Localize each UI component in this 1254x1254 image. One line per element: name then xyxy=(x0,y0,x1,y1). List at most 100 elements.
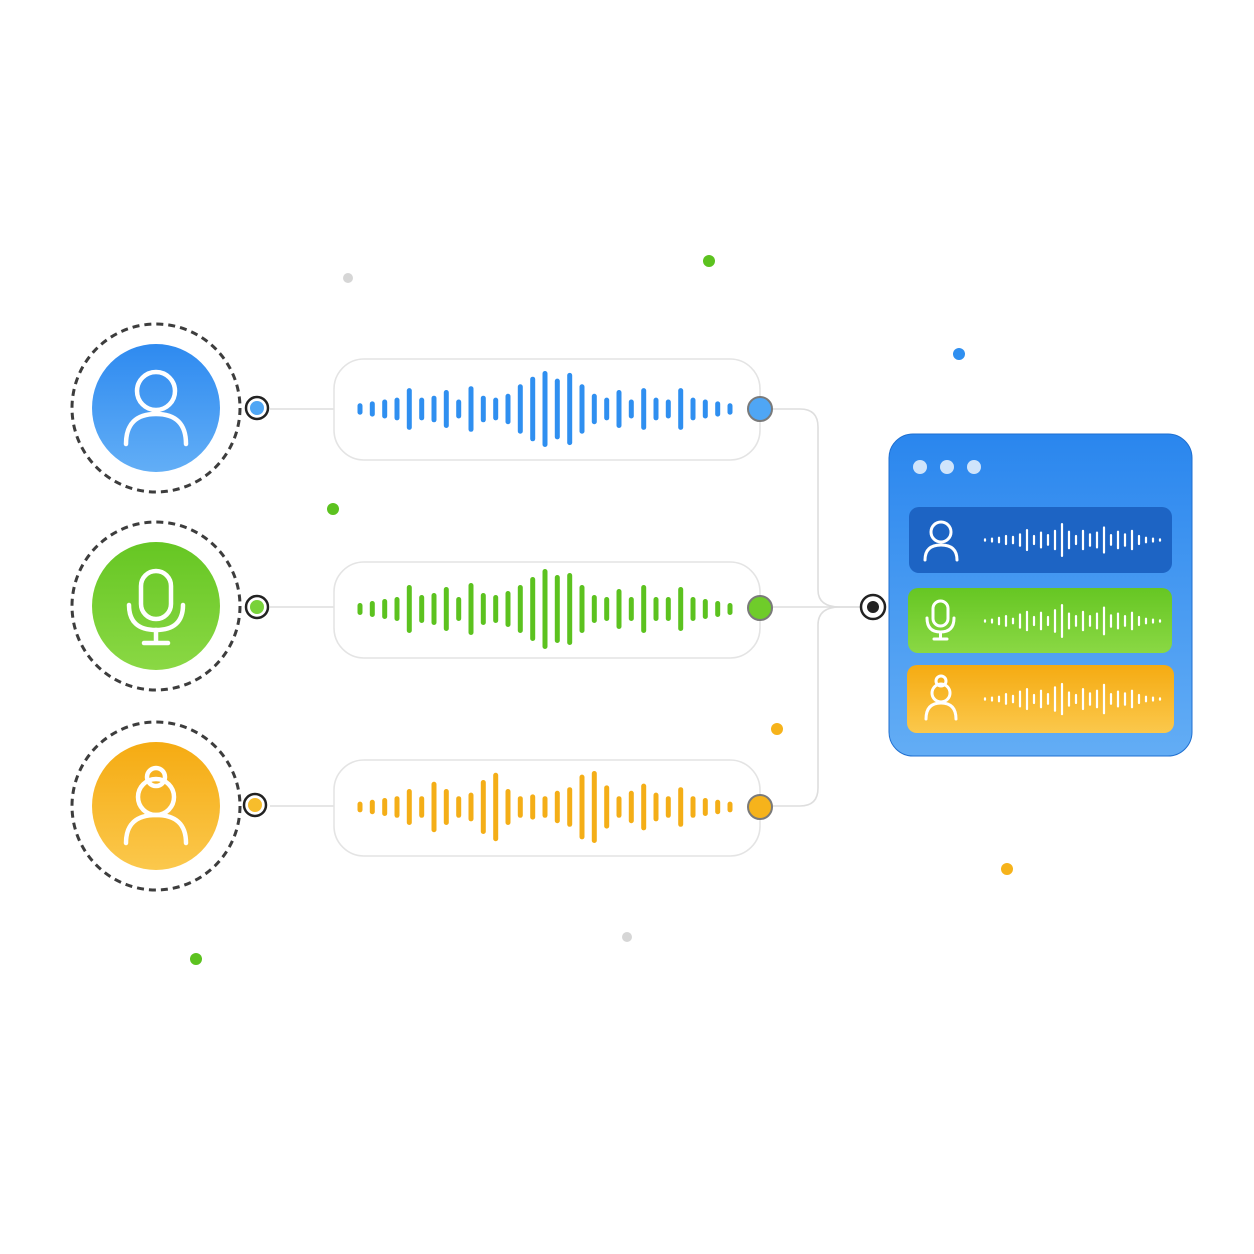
waveform-bar xyxy=(1025,688,1029,711)
waveform-bar xyxy=(1109,534,1113,546)
waveform-bar xyxy=(493,772,499,842)
waveform-bar xyxy=(505,591,511,627)
waveform-bar xyxy=(1081,610,1085,632)
waveform-bar xyxy=(665,796,671,818)
waveform-bar xyxy=(1025,529,1029,552)
confetti-dot xyxy=(771,723,783,735)
waveform-bar xyxy=(369,799,375,815)
waveform-bar xyxy=(727,801,733,813)
confetti-dot xyxy=(327,503,339,515)
waveform-bar xyxy=(1081,529,1085,551)
waveform-bar xyxy=(665,597,671,621)
window-control-dot[interactable] xyxy=(913,460,927,474)
waveform-bar xyxy=(997,616,1001,626)
track-waveform xyxy=(983,682,1162,716)
waveform-bar xyxy=(702,399,708,419)
waveform-bar xyxy=(517,384,523,434)
waveform-bar xyxy=(1067,530,1071,550)
window-control-dot[interactable] xyxy=(940,460,954,474)
waveform-bar xyxy=(1004,615,1008,627)
waveform-bar xyxy=(394,597,400,621)
waveform-bar xyxy=(1144,695,1148,703)
waveform-bar xyxy=(690,796,696,818)
waveform-bar xyxy=(431,395,437,423)
waveform-bar xyxy=(1102,683,1106,715)
waveform-bar xyxy=(419,397,425,421)
waveform-bar xyxy=(419,796,425,818)
window-control-dot[interactable] xyxy=(967,460,981,474)
confetti-dot xyxy=(703,255,715,267)
waveform-bar xyxy=(1144,536,1148,544)
waveform-bar xyxy=(394,397,400,421)
waveform-bar xyxy=(1018,613,1022,629)
waveform-bar xyxy=(678,388,684,430)
waveform-bar xyxy=(431,593,437,625)
waveform-bar xyxy=(1130,689,1134,709)
waveform-bar xyxy=(1060,523,1064,557)
waveform-bar xyxy=(715,799,721,815)
waveform-bar xyxy=(406,789,412,825)
waveform-bar xyxy=(616,796,622,818)
waveform-bar xyxy=(542,569,548,649)
waveform-bar xyxy=(554,378,560,440)
confetti-dot xyxy=(190,953,202,965)
waveform-bar xyxy=(628,399,634,419)
waveform xyxy=(357,371,733,447)
dashed-ring xyxy=(70,720,242,892)
waveform xyxy=(357,569,733,649)
waveform-bar xyxy=(1137,693,1141,705)
waveform-bar xyxy=(653,397,659,421)
track-waveform xyxy=(983,604,1162,638)
waveform-bar xyxy=(1081,688,1085,711)
waveform-bar xyxy=(1123,615,1127,627)
waveform-bar xyxy=(1032,534,1036,546)
waveform-bar xyxy=(1095,689,1099,709)
waveform-bar xyxy=(567,573,573,645)
waveform-bar xyxy=(579,774,585,840)
speaker-1 xyxy=(70,322,773,494)
waveform-bar xyxy=(480,593,486,625)
output-window xyxy=(888,433,1193,757)
waveform-bar xyxy=(641,783,647,831)
waveform-bar xyxy=(1151,537,1155,543)
waveform-bar xyxy=(641,388,647,430)
waveform xyxy=(357,771,733,843)
merge-node xyxy=(859,593,887,621)
waveform-bar xyxy=(1109,693,1113,705)
waveform-bar xyxy=(1130,529,1134,551)
dashed-ring xyxy=(70,322,242,494)
waveform-bar xyxy=(394,796,400,818)
waveform-bar xyxy=(567,787,573,827)
confetti-dot xyxy=(953,348,965,360)
waveform-bar xyxy=(1158,697,1162,701)
waveform-bar xyxy=(1032,693,1036,705)
waveform-bar xyxy=(1116,690,1120,708)
speaker-avatar xyxy=(92,542,220,670)
waveform-bar xyxy=(1116,612,1120,630)
waveform-bar xyxy=(1025,610,1029,632)
waveform-bar xyxy=(554,790,560,824)
waveform-bar xyxy=(616,390,622,428)
waveform-bar xyxy=(505,393,511,425)
waveform-bar xyxy=(641,585,647,633)
waveform-bar xyxy=(493,397,499,421)
waveform-bar xyxy=(1095,531,1099,549)
waveform-bar xyxy=(1011,617,1015,625)
confetti-dot xyxy=(622,932,632,942)
waveform-bar xyxy=(1123,692,1127,706)
waveform-bar xyxy=(616,589,622,629)
waveform-bar xyxy=(1039,531,1043,549)
waveform-bar xyxy=(480,780,486,834)
waveform-bar xyxy=(1116,530,1120,550)
waveform-bar xyxy=(591,771,597,843)
pill-port xyxy=(747,794,773,820)
waveform-bar xyxy=(1088,615,1092,627)
waveform-bar xyxy=(1130,611,1134,631)
waveform-bar xyxy=(468,792,474,822)
waveform-bar xyxy=(1060,604,1064,638)
waveform-bar xyxy=(1102,526,1106,554)
waveform-bar xyxy=(604,597,610,621)
waveform-bar xyxy=(653,792,659,822)
waveform-bar xyxy=(406,388,412,430)
waveform-bar xyxy=(1109,614,1113,628)
